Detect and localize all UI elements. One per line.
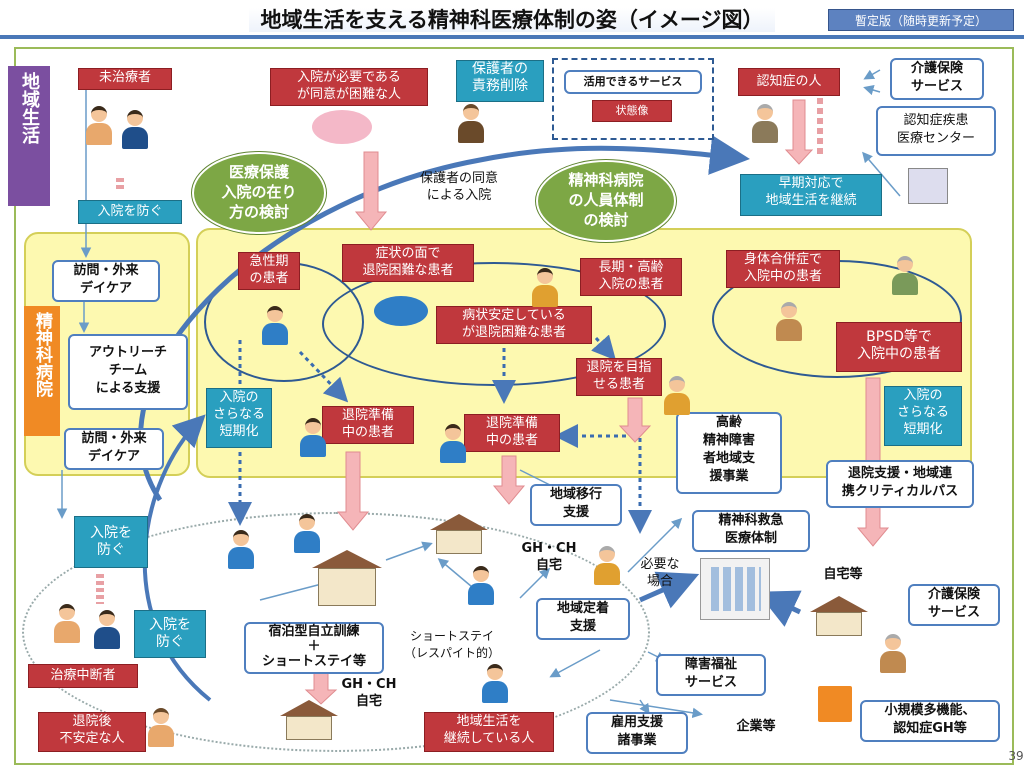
prevent-admission-1: 入院を防ぐ: [78, 200, 182, 224]
section-label-hospital: 精神科病院: [24, 306, 60, 436]
group-home-illustration: [430, 514, 488, 554]
state-prep-left: 退院準備 中の患者: [322, 406, 414, 444]
hospital-building-icon: [908, 168, 948, 204]
person-lying-illustration: [374, 296, 428, 326]
emergency-hospital-illustration: [700, 558, 770, 620]
service-employment: 雇用支援 諸事業: [586, 712, 688, 754]
title-underline: [0, 35, 1024, 39]
service-critical-path: 退院支援・地域連 携クリティカルパス: [826, 460, 974, 508]
early-response: 早期対応で 地域生活を継続: [740, 174, 882, 216]
page-number: 39: [1008, 749, 1024, 763]
prevent-admission-3: 入院を 防ぐ: [134, 610, 206, 658]
page-title: 地域生活を支える精神科医療体制の姿（イメージ図）: [0, 0, 1024, 38]
draft-badge: 暫定版（随時更新予定）: [828, 9, 1014, 31]
state-comorbid: 身体合併症で 入院中の患者: [726, 250, 840, 288]
text-if-needed: 必要な 場合: [640, 557, 680, 589]
service-welfare: 障害福祉 サービス: [656, 654, 766, 696]
home-illustration: [810, 596, 868, 636]
state-unstable: 退院後 不安定な人: [38, 712, 146, 752]
text-companies: 企業等: [736, 719, 776, 734]
service-visit-outpatient-mid: 訪問・外来 デイケア: [64, 428, 164, 470]
service-care-insurance-top: 介護保険 サービス: [890, 58, 984, 100]
person-in-bed-illustration: [312, 110, 372, 144]
shorten-stay-right: 入院の さらなる 短期化: [884, 386, 962, 446]
service-care-insurance-bottom: 介護保険 サービス: [908, 584, 1000, 626]
text-gh-ch-1: GH・CH 自宅: [521, 541, 577, 573]
person-interrupted-illustration: [50, 604, 84, 644]
service-visit-outpatient-top: 訪問・外来 デイケア: [52, 260, 160, 302]
person-dementia-illustration: [748, 104, 782, 144]
person-pointing-illustration: [590, 546, 624, 586]
state-bpsd: BPSD等で 入院中の患者: [836, 322, 962, 372]
text-short-stay: ショートステイ （レスパイト的）: [403, 629, 500, 660]
training-facility-illustration: [312, 550, 382, 606]
person-prep-center-illustration: [436, 424, 470, 464]
prevent-admission-2: 入院を 防ぐ: [74, 516, 148, 568]
guardian-duty-removal: 保護者の 責務削除: [456, 60, 544, 102]
community-oval: [22, 512, 650, 752]
person-continuing-illustration: [478, 664, 512, 704]
state-stable-hard: 病状安定している が退院困難な患者: [436, 306, 592, 344]
state-acute: 急性期 の患者: [238, 252, 300, 290]
person-prep-left-illustration: [296, 418, 330, 458]
service-training: 宿泊型自立訓練 ＋ ショートステイ等: [244, 622, 384, 674]
person-community-1: [224, 530, 258, 570]
person-bpsd-illustration: [888, 256, 922, 296]
service-dementia-center: 認知症疾患 医療センター: [876, 106, 996, 156]
state-hard-consent: 入院が必要である が同意が困難な人: [270, 68, 428, 106]
state-prep-center: 退院準備 中の患者: [464, 414, 560, 452]
text-home-etc: 自宅等: [823, 567, 863, 582]
person-guardian-illustration: [454, 104, 488, 144]
diagram-frame: [14, 47, 1014, 765]
person-community-2: [290, 514, 324, 554]
legend-services: 活用できるサービス: [564, 70, 702, 94]
group-home-2-illustration: [280, 700, 338, 740]
state-dementia: 認知症の人: [738, 68, 840, 96]
person-child-illustration: [118, 110, 152, 150]
staffing-oval: 精神科病院 の人員体制 の検討: [536, 160, 676, 242]
service-elderly-support: 高齢 精神障害 者地域支 援事業: [676, 412, 782, 494]
service-small-multi: 小規模多機能、 認知症GH等: [860, 700, 1000, 742]
person-child-2-illustration: [90, 610, 124, 650]
state-discharge-goal: 退院を目指 せる患者: [576, 358, 662, 396]
person-community-3: [464, 566, 498, 606]
service-settle-support: 地域定着 支援: [536, 598, 630, 640]
person-acute-illustration: [258, 306, 292, 346]
shorten-stay-left: 入院の さらなる 短期化: [206, 388, 272, 448]
service-transition-support: 地域移行 支援: [530, 484, 622, 526]
person-wheelchair-illustration: [772, 302, 806, 342]
protect-admission-oval: 医療保護 入院の在り 方の検討: [192, 152, 326, 234]
state-interrupted: 治療中断者: [28, 664, 138, 688]
person-elderly-illustration: [660, 376, 694, 416]
person-untreated-illustration: [82, 106, 116, 146]
text-gh-ch-2: GH・CH 自宅: [341, 677, 397, 709]
state-untreated: 未治療者: [78, 68, 172, 90]
state-long-elderly: 長期・高齢 入院の患者: [580, 258, 682, 296]
legend-state: 状態像: [592, 100, 672, 122]
person-unstable-illustration: [144, 708, 178, 748]
person-elderly-home-illustration: [876, 634, 910, 674]
person-long-stay-illustration: [528, 268, 562, 308]
state-continuing: 地域生活を 継続している人: [424, 712, 554, 752]
state-symptom-hard: 症状の面で 退院困難な患者: [342, 244, 474, 282]
small-multi-house-icon: [818, 686, 852, 722]
section-label-community: 地域生活: [8, 66, 50, 206]
text-consent-admission: 保護者の同意 による入院: [419, 171, 498, 203]
service-outreach-team: アウトリーチ チーム による支援: [68, 334, 188, 410]
service-emergency-system: 精神科救急 医療体制: [692, 510, 810, 552]
